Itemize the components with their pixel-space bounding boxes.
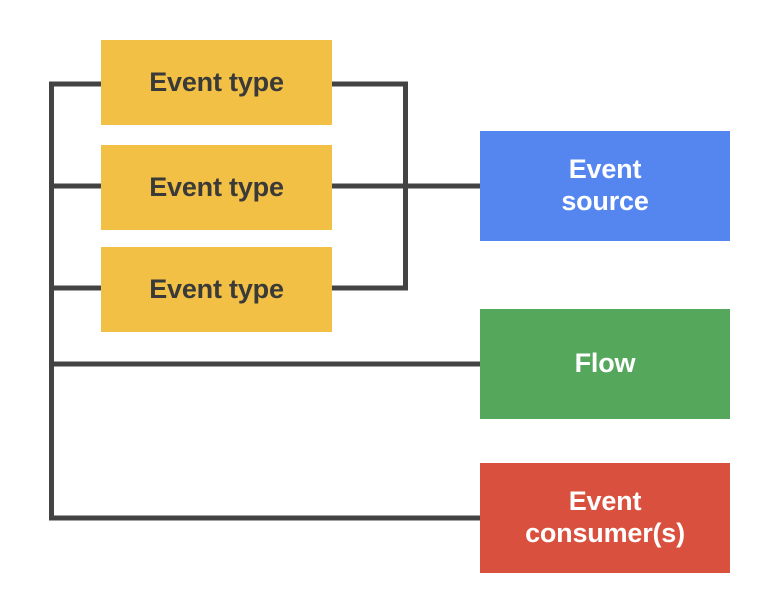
node-event-type-2-label: Event type xyxy=(149,171,284,202)
node-event-type-1-label: Event type xyxy=(149,66,284,97)
node-event-source[interactable]: Event source xyxy=(480,131,730,241)
node-event-type-1[interactable]: Event type xyxy=(101,40,332,125)
node-flow-label: Flow xyxy=(574,348,636,379)
node-event-consumers[interactable]: Event consumer(s) xyxy=(480,463,730,573)
node-event-consumers-label: Event consumer(s) xyxy=(525,486,685,548)
node-flow[interactable]: Flow xyxy=(480,309,730,419)
node-event-type-3-label: Event type xyxy=(149,273,284,304)
node-event-type-2[interactable]: Event type xyxy=(101,145,332,230)
node-event-source-label: Event source xyxy=(561,154,649,216)
node-event-type-3[interactable]: Event type xyxy=(101,247,332,332)
